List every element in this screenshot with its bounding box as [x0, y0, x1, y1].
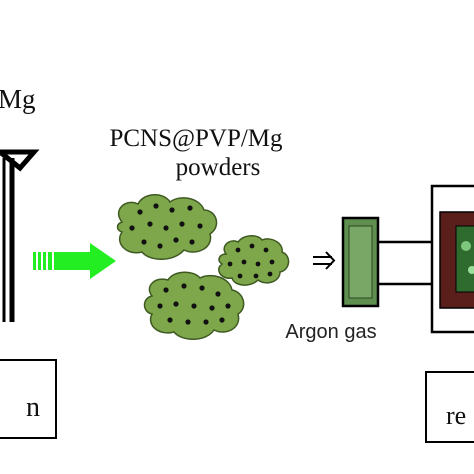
- green-arrow-icon: [33, 243, 116, 279]
- powder-cluster-icon: [116, 194, 218, 260]
- powder-cluster-icon: [218, 235, 290, 286]
- argon-gas-label: Argon gas: [285, 321, 376, 343]
- argon-gas-cylinder: [341, 216, 380, 308]
- funnel-vessel-icon: [0, 149, 40, 322]
- right-box-label: re: [446, 401, 466, 430]
- gas-flow-arrow-icon: [313, 251, 336, 270]
- powder-title-line2: powders: [176, 154, 261, 181]
- left-box-label: n: [26, 392, 40, 423]
- powder-cluster-icon: [143, 271, 245, 340]
- gas-pipe: [378, 240, 432, 286]
- left-step-box: n: [0, 359, 57, 439]
- left-top-label: Mg: [0, 84, 36, 114]
- furnace-reactor: [430, 184, 474, 334]
- right-step-box: re: [425, 371, 474, 443]
- powder-title-line1: PCNS@PVP/Mg: [109, 125, 283, 152]
